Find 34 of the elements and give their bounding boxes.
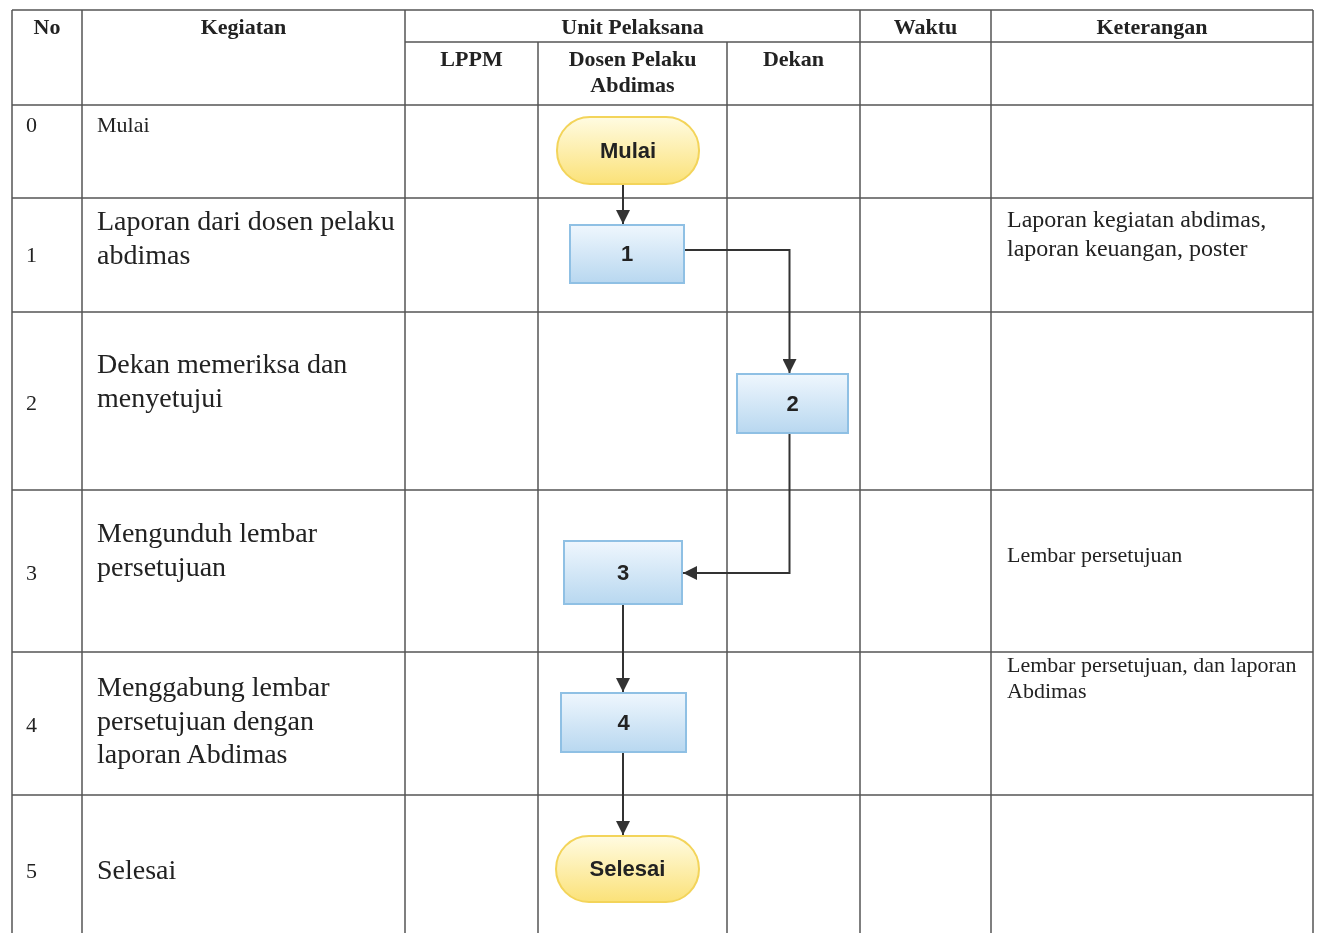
process-box: 4	[560, 692, 687, 753]
process-box: 2	[736, 373, 849, 434]
note-text: Lembar persetujuan, dan laporan Abdimas	[1007, 652, 1298, 705]
process-box: 1	[569, 224, 685, 284]
arrow	[682, 433, 791, 580]
row-number: 2	[26, 390, 38, 417]
activity-text: Menggabung lembar persetujuan dengan laporan Abdimas	[97, 670, 331, 771]
start-terminal: Mulai	[556, 116, 700, 185]
arrow	[616, 604, 630, 693]
end-terminal: Selesai	[555, 835, 700, 903]
column-header: No	[32, 14, 62, 41]
row-number: 0	[26, 112, 38, 139]
row-number: 4	[26, 712, 38, 739]
column-header: Unit Pelaksana	[560, 14, 705, 41]
activity-text: Mengunduh lembar persetujuan	[97, 516, 319, 584]
activity-text: Dekan memeriksa dan menyetujui	[97, 347, 349, 415]
process-box: 3	[563, 540, 683, 605]
note-text: Lembar persetujuan	[1007, 542, 1184, 569]
column-header: Kegiatan	[199, 14, 288, 41]
activity-text: Mulai	[97, 112, 151, 139]
column-header: Keterangan	[1095, 14, 1209, 41]
arrow	[616, 184, 630, 225]
row-number: 5	[26, 858, 38, 885]
arrow	[684, 249, 797, 374]
row-number: 1	[26, 242, 38, 269]
column-header: Dekan	[761, 46, 826, 73]
column-header: Waktu	[892, 14, 959, 41]
arrow	[616, 752, 630, 836]
activity-text: Selesai	[97, 853, 178, 887]
column-header: LPPM	[439, 46, 504, 73]
note-text: Laporan kegiatan abdimas, laporan keuangan, poster	[1007, 205, 1268, 263]
activity-text: Laporan dari dosen pelaku abdimas	[97, 204, 396, 272]
row-number: 3	[26, 560, 38, 587]
column-header: Dosen Pelaku Abdimas	[567, 46, 698, 99]
